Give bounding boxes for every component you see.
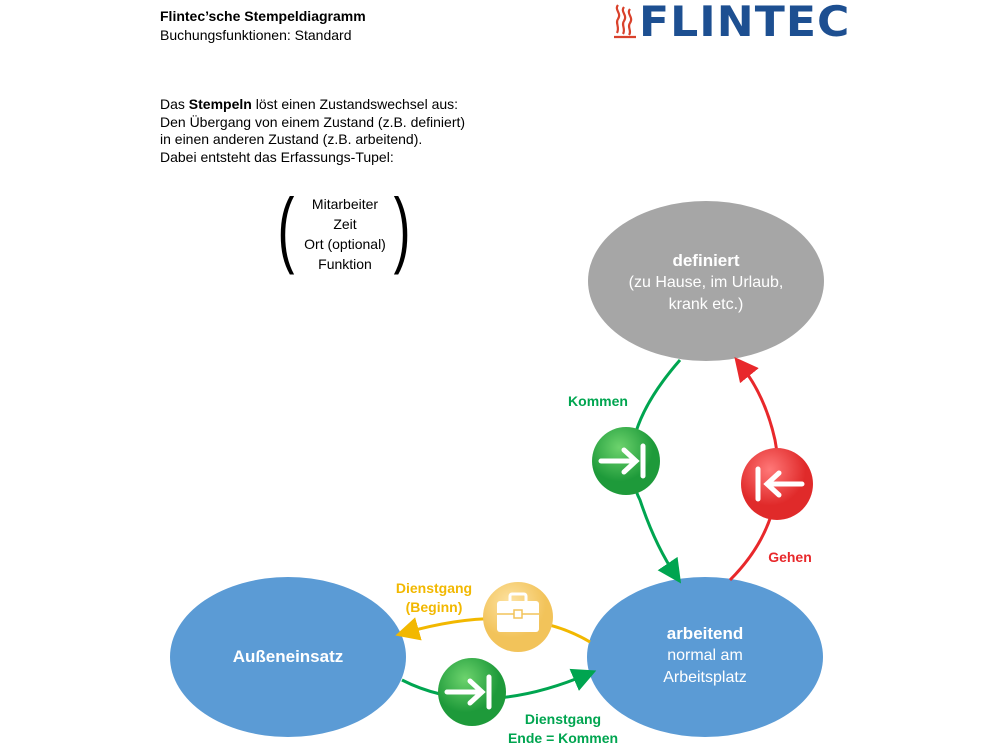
- logo-text: FLINTEC: [638, 0, 851, 46]
- dienstgang-beginn-label: Dienstgang(Beginn): [395, 580, 473, 615]
- gehen-label: Gehen: [768, 549, 812, 565]
- briefcase-icon: [483, 582, 553, 652]
- state-definiert-label: definiert (zu Hause, im Urlaub, krank et…: [628, 251, 784, 313]
- dienstgang-ende-icon: [438, 658, 506, 726]
- state-aussen: [170, 577, 406, 737]
- intro-text: Das Stempeln löst einen Zustandswechsel …: [160, 96, 466, 165]
- right-parenthesis: ): [393, 181, 411, 275]
- left-parenthesis: (: [277, 181, 295, 275]
- state-arbeitend-label: arbeitend normal am Arbeitsplatz: [663, 624, 747, 686]
- page-subtitle: Buchungsfunktionen: Standard: [160, 27, 352, 43]
- flintec-logo: FLINTEC: [612, 0, 849, 46]
- kommen-arrow: [629, 359, 682, 584]
- state-arbeitend: [587, 577, 823, 737]
- kommen-label: Kommen: [568, 393, 628, 409]
- tuple-item: Ort (optional): [304, 236, 386, 252]
- flame-icon: [614, 4, 636, 39]
- state-aussen-label: Außeneinsatz: [232, 647, 344, 666]
- gehen-icon: [741, 448, 813, 520]
- tuple-list: Mitarbeiter Zeit Ort (optional) Funktion: [290, 194, 400, 274]
- state-definiert: [588, 201, 824, 361]
- gehen-arrow: [728, 356, 780, 582]
- page-title: Flintec’sche Stempeldiagramm: [160, 8, 366, 24]
- kommen-icon: [592, 427, 660, 495]
- tuple-item: Zeit: [333, 216, 357, 232]
- tuple-item: Mitarbeiter: [311, 196, 379, 212]
- tuple-item: Funktion: [318, 256, 372, 272]
